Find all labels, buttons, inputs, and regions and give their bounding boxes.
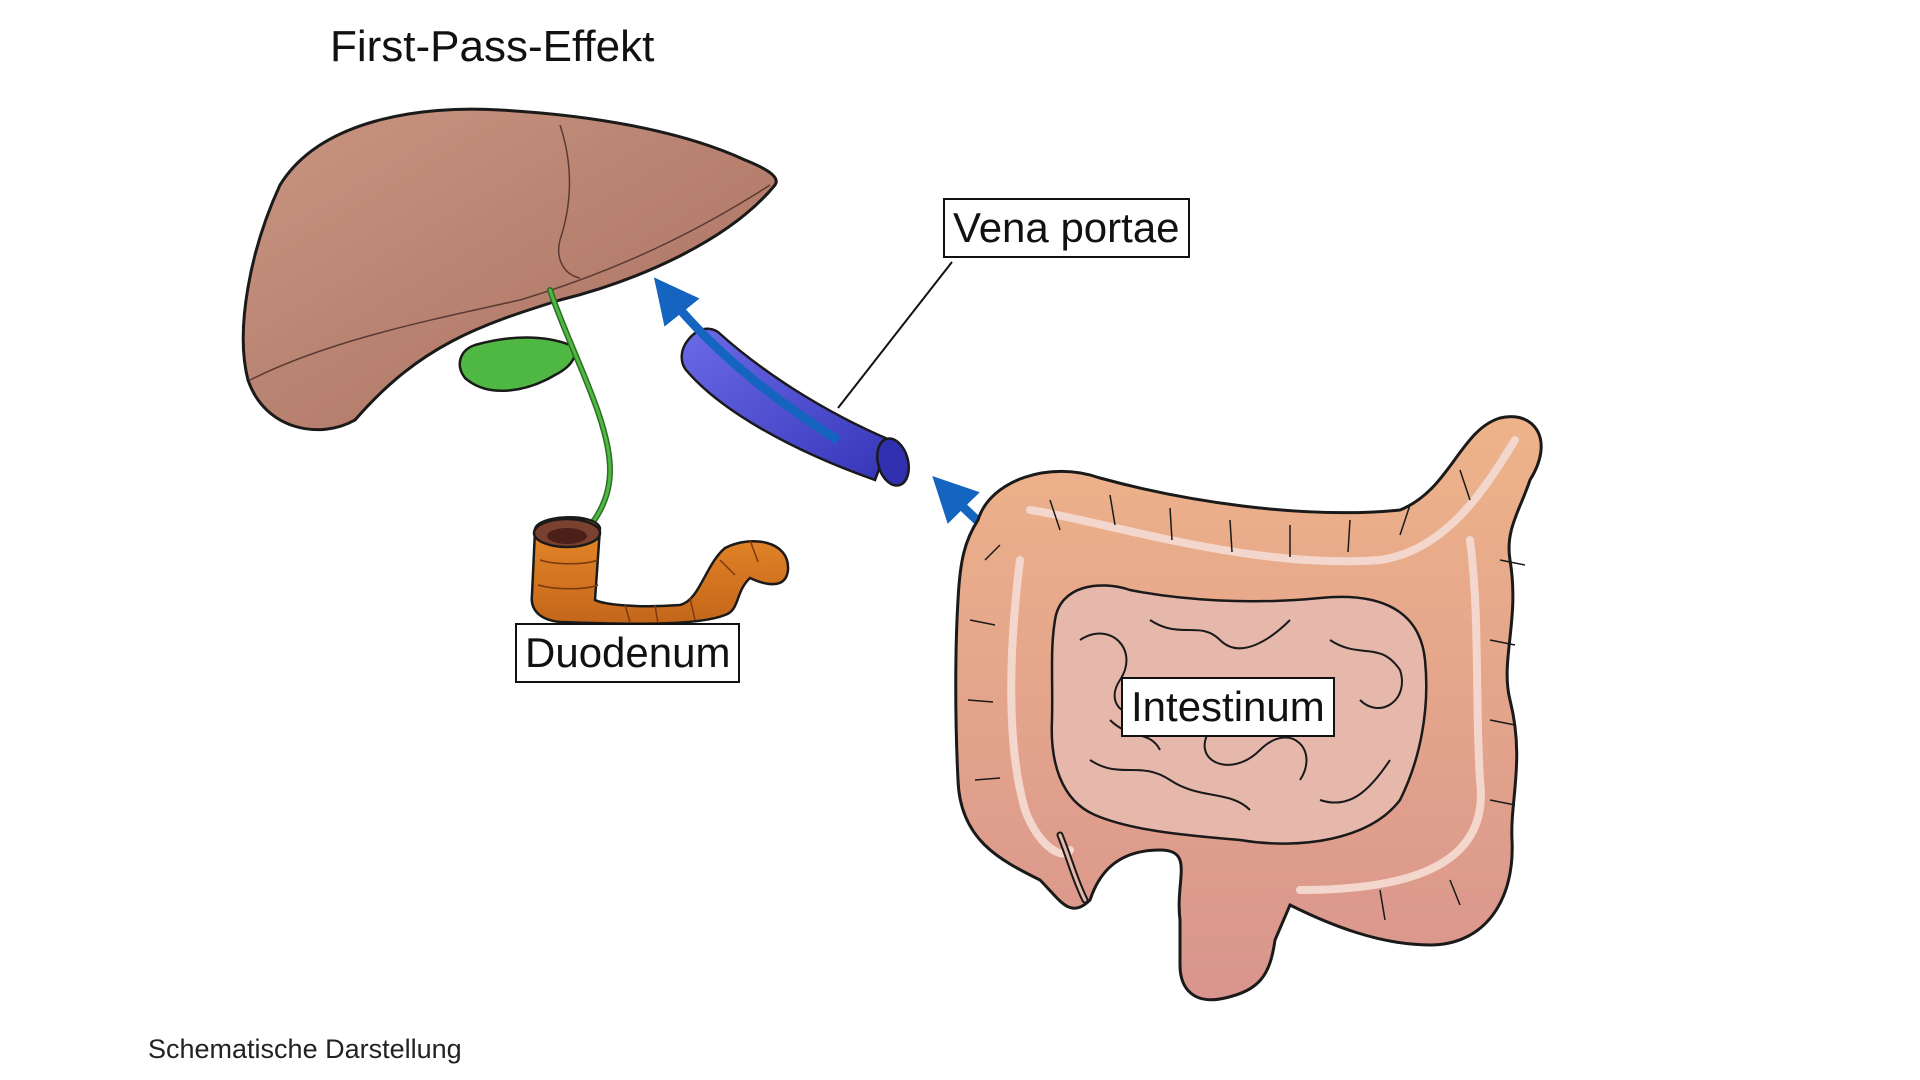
vena-portae-leader-line (837, 261, 953, 409)
gallbladder (458, 336, 577, 392)
caption: Schematische Darstellung (148, 1034, 462, 1064)
label-duodenum: Duodenum (515, 623, 741, 684)
duodenum (530, 516, 790, 625)
label-vena-portae: Vena portae (943, 198, 1190, 259)
label-intestinum: Intestinum (1121, 677, 1335, 738)
liver (241, 107, 778, 432)
flow-arrow-vein-to-liver (653, 277, 841, 444)
diagram-title: First-Pass-Effekt (330, 22, 655, 71)
bile-duct (547, 287, 614, 543)
